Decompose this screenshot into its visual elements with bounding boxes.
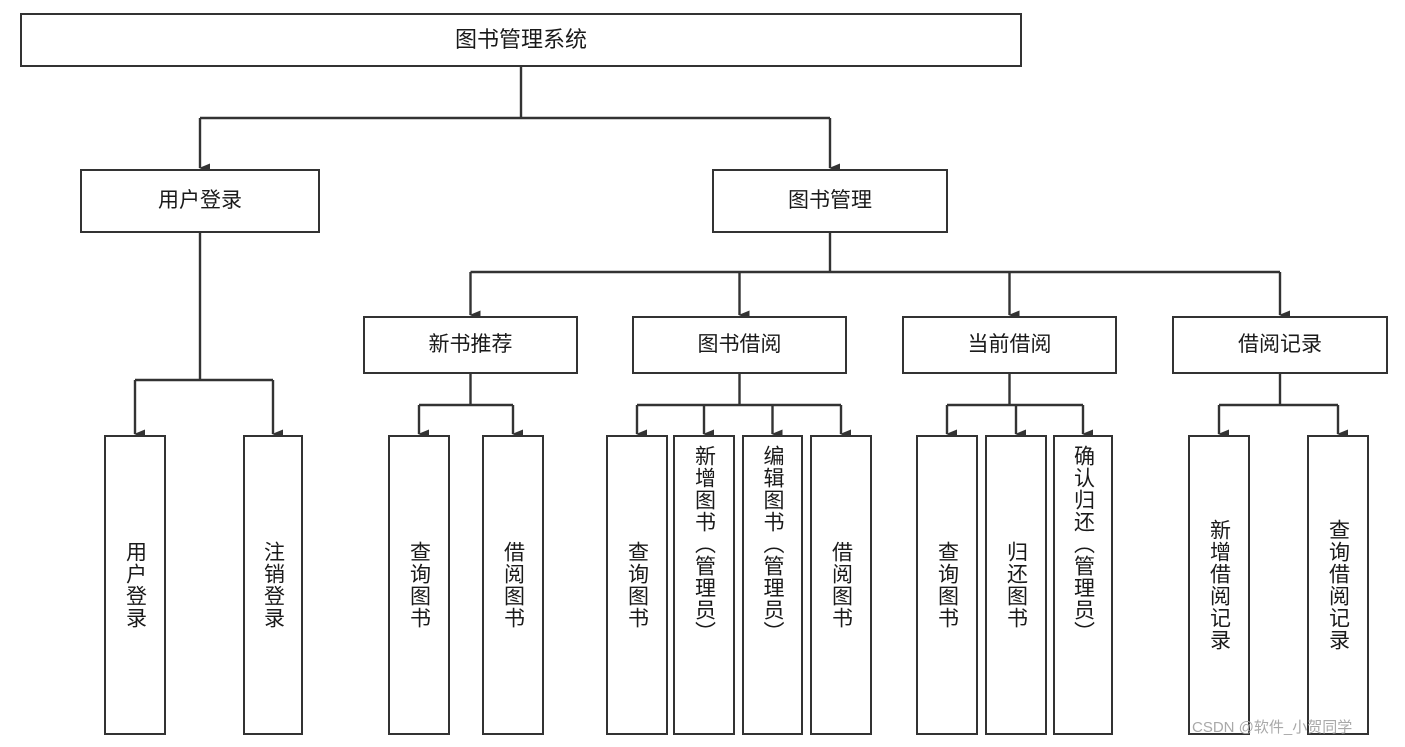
node-label: 图书管理 xyxy=(788,189,872,213)
node-user-login[interactable]: 用户登录 xyxy=(80,169,320,233)
node-label: 查询图书 xyxy=(625,541,649,629)
node-leaf-return-book[interactable]: 归还图书 xyxy=(985,435,1047,735)
node-leaf-user-login[interactable]: 用户登录 xyxy=(104,435,166,735)
node-leaf-add-book[interactable]: 新增图书（管理员） xyxy=(673,435,735,735)
node-label: 归还图书 xyxy=(1004,541,1028,629)
node-label: 用户登录 xyxy=(158,189,242,213)
node-root[interactable]: 图书管理系统 xyxy=(20,13,1022,67)
node-leaf-query-book-3[interactable]: 查询图书 xyxy=(916,435,978,735)
node-label: 借阅图书 xyxy=(501,541,525,629)
node-leaf-add-record[interactable]: 新增借阅记录 xyxy=(1188,435,1250,735)
node-leaf-query-record[interactable]: 查询借阅记录 xyxy=(1307,435,1369,735)
node-leaf-user-logout[interactable]: 注销登录 xyxy=(243,435,303,735)
csdn-watermark: CSDN @软件_小贺同学 xyxy=(1192,719,1353,736)
node-label: 新书推荐 xyxy=(428,333,513,357)
node-label: 查询图书 xyxy=(935,541,959,629)
node-label: 当前借阅 xyxy=(967,333,1052,357)
node-current-borrow[interactable]: 当前借阅 xyxy=(902,316,1117,374)
node-label: 确认归还（管理员） xyxy=(1071,445,1095,643)
node-label: 新增图书（管理员） xyxy=(692,445,716,643)
node-label: 图书管理系统 xyxy=(454,26,587,52)
node-borrow-record[interactable]: 借阅记录 xyxy=(1172,316,1388,374)
node-leaf-query-book-2[interactable]: 查询图书 xyxy=(606,435,668,735)
node-label: 查询图书 xyxy=(407,541,431,629)
node-leaf-confirm-return[interactable]: 确认归还（管理员） xyxy=(1053,435,1113,735)
node-label: 图书借阅 xyxy=(697,333,782,357)
node-label: 用户登录 xyxy=(123,541,147,629)
node-label: 编辑图书（管理员） xyxy=(761,445,784,643)
node-book-borrow[interactable]: 图书借阅 xyxy=(632,316,847,374)
node-leaf-borrow-book-2[interactable]: 借阅图书 xyxy=(810,435,872,735)
node-label: 借阅图书 xyxy=(829,541,853,629)
node-new-book-rec[interactable]: 新书推荐 xyxy=(363,316,578,374)
node-leaf-edit-book[interactable]: 编辑图书（管理员） xyxy=(742,435,803,735)
node-book-manage[interactable]: 图书管理 xyxy=(712,169,948,233)
node-leaf-query-book-1[interactable]: 查询图书 xyxy=(388,435,450,735)
node-leaf-borrow-book-1[interactable]: 借阅图书 xyxy=(482,435,544,735)
node-label: 借阅记录 xyxy=(1238,333,1322,357)
node-label: 查询借阅记录 xyxy=(1326,519,1350,651)
node-label: 注销登录 xyxy=(261,541,285,629)
node-label: 新增借阅记录 xyxy=(1207,519,1231,651)
